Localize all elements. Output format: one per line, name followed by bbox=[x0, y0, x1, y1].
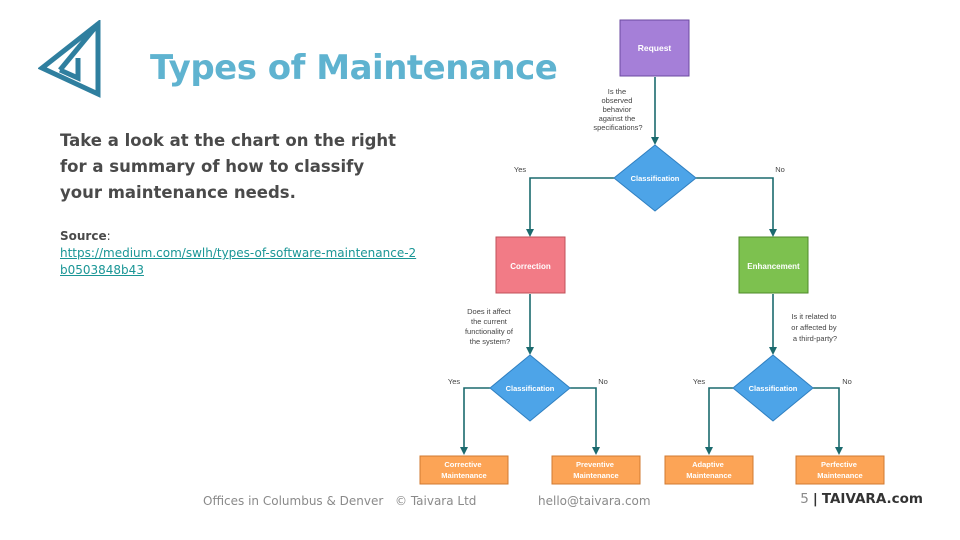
classification-label: Classification bbox=[506, 384, 555, 393]
footer-page-brand: 5|TAIVARA.com bbox=[800, 491, 923, 507]
brand-name: TAIVARA.com bbox=[821, 491, 923, 507]
source-label: Source bbox=[60, 229, 107, 243]
arrow-to-corrective bbox=[460, 387, 490, 455]
question-line: Is the bbox=[608, 87, 626, 96]
question-observed-behavior: Is the observed behavior against the spe… bbox=[593, 87, 642, 132]
page-title: Types of Maintenance bbox=[150, 48, 558, 88]
adaptive-maintenance-label: Adaptive Maintenance bbox=[686, 460, 731, 480]
intro-text: Take a look at the chart on the right fo… bbox=[60, 131, 397, 202]
perfective-maintenance-node bbox=[795, 455, 885, 485]
arrow-to-adaptive bbox=[705, 387, 733, 455]
classification-decision-right bbox=[732, 354, 814, 422]
question-affect-functionality: Does it affect the current functionality… bbox=[465, 307, 515, 346]
arrow-to-perfective bbox=[813, 387, 843, 455]
page-number: 5 bbox=[800, 491, 809, 507]
taivara-logo-icon bbox=[38, 20, 101, 98]
corrective-maintenance-label: Corrective Maintenance bbox=[441, 460, 486, 480]
question-line: or affected by bbox=[791, 323, 837, 332]
question-line: the system? bbox=[470, 337, 510, 346]
request-node bbox=[619, 19, 690, 77]
preventive-maintenance-node bbox=[551, 455, 641, 485]
question-line: the current bbox=[471, 317, 508, 326]
footer-email: hello@taivara.com bbox=[538, 494, 651, 508]
leaf-line: Maintenance bbox=[441, 471, 486, 480]
leaf-line: Corrective bbox=[444, 460, 481, 469]
source-block: Source: https://medium.com/swlh/types-of… bbox=[60, 229, 417, 277]
leaf-line: Adaptive bbox=[692, 460, 724, 469]
question-line: behavior bbox=[603, 105, 632, 114]
no-label: No bbox=[598, 377, 608, 386]
leaf-line: Perfective bbox=[821, 460, 857, 469]
yes-label: Yes bbox=[448, 377, 460, 386]
leaf-line: Preventive bbox=[576, 460, 614, 469]
footer-copyright: © Taivara Ltd bbox=[395, 494, 477, 508]
correction-node bbox=[495, 236, 566, 294]
adaptive-maintenance-node bbox=[664, 455, 754, 485]
classification-label: Classification bbox=[631, 174, 680, 183]
leaf-line: Maintenance bbox=[573, 471, 618, 480]
leaf-line: Maintenance bbox=[817, 471, 862, 480]
leaf-line: Maintenance bbox=[686, 471, 731, 480]
classification-decision-top bbox=[613, 144, 697, 212]
question-line: Does it affect bbox=[467, 307, 512, 316]
arrow-to-preventive bbox=[570, 387, 600, 455]
preventive-maintenance-label: Preventive Maintenance bbox=[573, 460, 618, 480]
question-line: Is it related to bbox=[791, 312, 836, 321]
arrow-to-correction bbox=[526, 177, 614, 237]
question-line: against the bbox=[599, 114, 636, 123]
question-line: functionality of bbox=[465, 327, 514, 336]
no-label: No bbox=[842, 377, 852, 386]
classification-decision-left bbox=[489, 354, 571, 422]
enhancement-node bbox=[738, 236, 809, 294]
question-line: observed bbox=[602, 96, 633, 105]
no-label: No bbox=[775, 165, 785, 174]
question-third-party: Is it related to or affected by a third-… bbox=[791, 312, 838, 343]
yes-label: Yes bbox=[514, 165, 526, 174]
source-link[interactable]: https://medium.com/swlh/types-of-softwar… bbox=[60, 246, 417, 277]
enhancement-label: Enhancement bbox=[747, 262, 800, 271]
arrow-to-enhancement bbox=[696, 177, 777, 237]
correction-label: Correction bbox=[510, 262, 551, 271]
yes-label: Yes bbox=[693, 377, 705, 386]
request-label: Request bbox=[638, 43, 672, 53]
perfective-maintenance-label: Perfective Maintenance bbox=[817, 460, 862, 480]
footer-offices: Offices in Columbus & Denver bbox=[203, 494, 384, 508]
corrective-maintenance-node bbox=[419, 455, 509, 485]
question-line: specifications? bbox=[593, 123, 642, 132]
classification-label: Classification bbox=[749, 384, 798, 393]
footer-separator: | bbox=[812, 491, 818, 507]
question-line: a third-party? bbox=[793, 334, 837, 343]
